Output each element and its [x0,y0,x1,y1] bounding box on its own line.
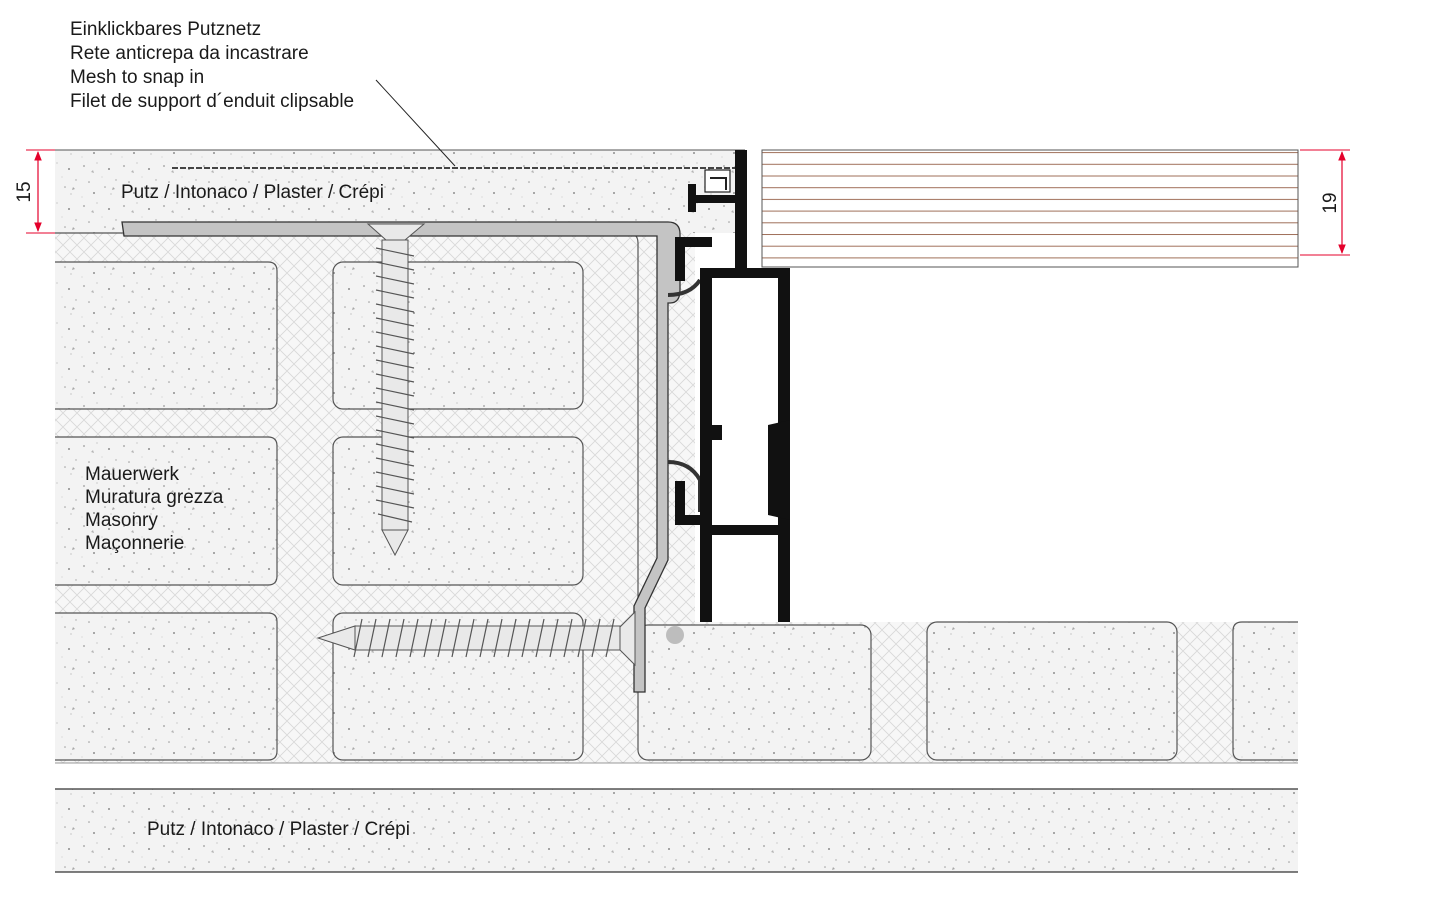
masonry-label: Mauerwerk Muratura grezza Masonry Maçonn… [85,464,224,554]
vertical-screw-thread [375,247,415,523]
dimension-right: 19 [1300,149,1350,256]
masonry-label-line1: Mauerwerk [85,464,179,485]
mesh-label-line2: Rete anticrepa da incastrare [70,43,309,64]
horizontal-screw [316,610,636,667]
mesh-label-line1: Einklickbares Putznetz [70,19,261,40]
mesh-label-line4: Filet de support d´enduit clipsable [70,91,354,112]
masonry-label-line3: Masonry [85,510,158,531]
rivet [666,626,684,644]
decking-board [761,149,1299,268]
mesh-label: Einklickbares Putznetz Rete anticrepa da… [70,19,354,112]
masonry-bricks [55,261,1298,761]
plaster-bottom-layer [55,789,1298,872]
masonry-label-line2: Muratura grezza [85,487,224,508]
masonry-label-line4: Maçonnerie [85,533,184,554]
vertical-screw [366,223,426,557]
plaster-bottom-label: Putz / Intonaco / Plaster / Crépi [147,819,410,840]
horizontal-screw-thread [353,618,615,658]
wall-bracket [121,221,681,693]
mesh-label-line3: Mesh to snap in [70,67,204,88]
aluminium-profile [675,150,790,622]
dimension-right-text: 19 [1320,192,1341,213]
dimension-left-text: 15 [14,181,35,202]
plaster-top-layer [55,150,745,233]
plaster-top-label: Putz / Intonaco / Plaster / Crépi [121,182,384,203]
mesh-leader-line [375,79,456,167]
dimension-left: 15 [14,149,55,234]
